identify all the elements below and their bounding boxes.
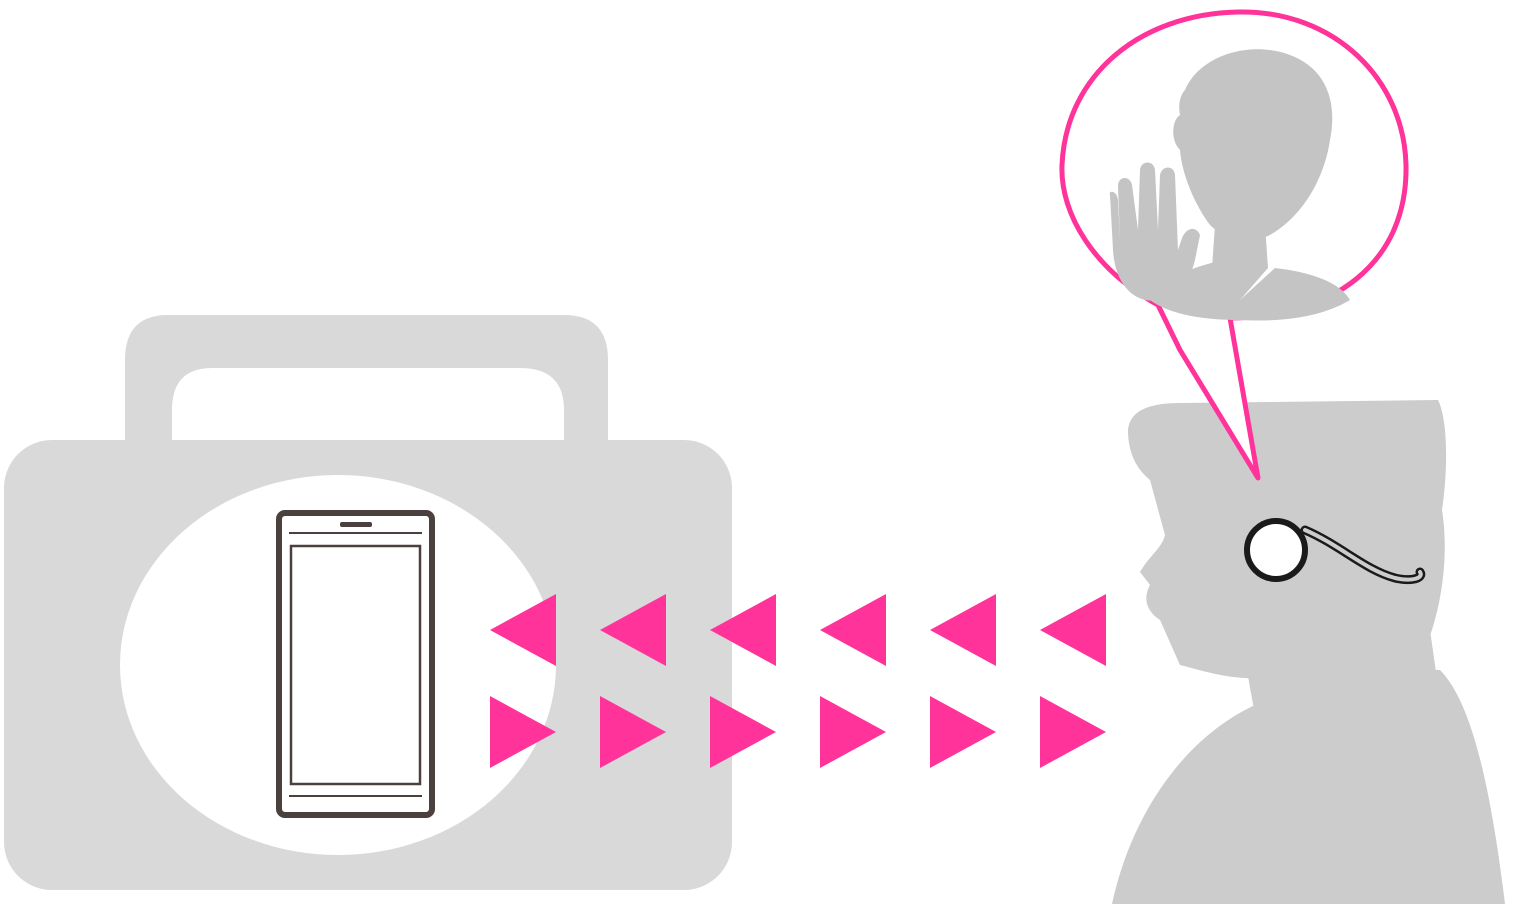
incoming-arrow xyxy=(1040,594,1106,666)
outgoing-arrow xyxy=(710,696,776,768)
person-with-earpiece-icon xyxy=(1112,400,1505,904)
smartphone-icon xyxy=(279,513,432,815)
earpiece-bud xyxy=(1247,521,1305,579)
outgoing-arrow xyxy=(820,696,886,768)
outgoing-arrow xyxy=(1040,696,1106,768)
phone-earpiece-slot xyxy=(340,522,372,527)
speaker-handle xyxy=(125,315,608,450)
incoming-arrow xyxy=(930,594,996,666)
incoming-arrow xyxy=(820,594,886,666)
outgoing-arrow xyxy=(930,696,996,768)
phone-screen xyxy=(291,546,420,784)
